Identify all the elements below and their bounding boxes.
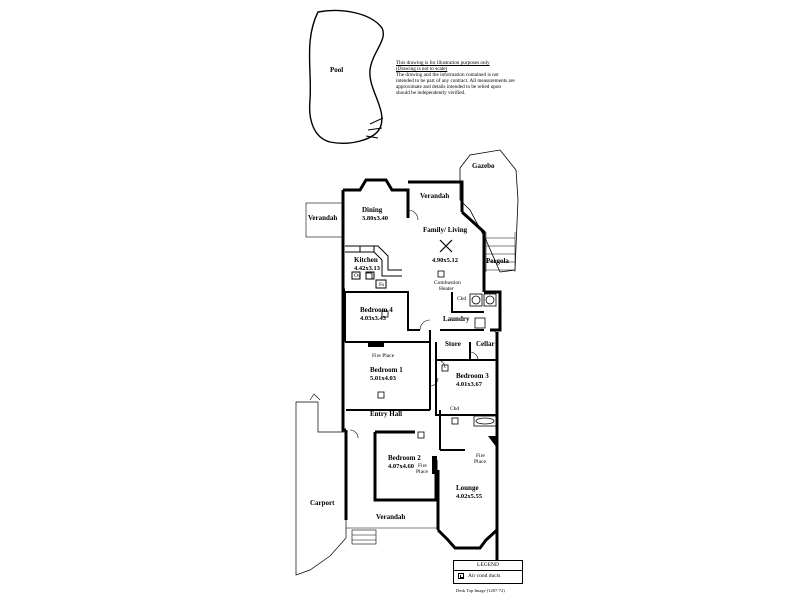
front-steps	[351, 529, 377, 545]
air-duct-markers	[365, 270, 459, 439]
legend-item: Air cond ducts	[468, 573, 501, 579]
lounge-dim: 4.02x5.55	[456, 493, 483, 500]
cellar-label: Cellar	[476, 340, 495, 348]
family-label: Family/ Living	[423, 226, 468, 234]
cbd2-label: Cbd	[450, 406, 459, 412]
heater-label: Heater	[439, 286, 454, 292]
lounge-fireplace-label-1: Fire	[476, 453, 485, 459]
kitchen-dim: 4.42x3.13	[354, 265, 381, 272]
pergola-label: Pergola	[486, 257, 509, 265]
disclaimer-line1: This drawing is for illustration purpose…	[396, 60, 490, 66]
fan-icon	[439, 239, 453, 253]
kitchen-label: Kitchen	[354, 256, 378, 264]
dining-label: Dining	[362, 206, 383, 214]
bedroom2-label: Bedroom 2	[388, 454, 421, 462]
fs-label: Fs	[379, 282, 384, 288]
bedroom3-dim: 4.01x3.67	[456, 381, 483, 388]
disclaimer: This drawing is for illustration purpose…	[396, 60, 516, 96]
cbd1-label: Cbd	[457, 296, 466, 302]
pergola-hatch	[485, 232, 516, 272]
fireplace1-label: Fire Place	[372, 353, 395, 359]
verandah-bottom-label: Verandah	[376, 513, 405, 521]
bedroom2-fireplace-label-1: Fire	[418, 463, 427, 469]
lounge-fireplace-label-2: Place	[474, 459, 486, 465]
lounge-label: Lounge	[456, 484, 479, 492]
dining-dim: 3.80x3.40	[362, 215, 388, 222]
image-reference: Desk Top Image (1207-72)	[456, 588, 505, 593]
verandah-top-label: Verandah	[420, 192, 449, 200]
store-label: Store	[445, 340, 461, 348]
pool-label: Pool	[330, 66, 343, 74]
carport-outline	[295, 401, 347, 576]
laundry-label: Laundry	[443, 315, 470, 323]
bedroom2-fireplace-label-2: Place	[416, 469, 428, 475]
bedroom1-dim: 5.01x4.03	[370, 375, 397, 382]
bedroom4-dim: 4.03x3.43	[360, 315, 387, 322]
disclaimer-line2: (Drawing is not to scale)	[396, 66, 448, 72]
legend: LEGEND Air cond ducts	[453, 560, 523, 584]
verandah-left-outline	[305, 202, 343, 238]
interior-walls	[343, 291, 497, 451]
legend-row: Air cond ducts	[454, 571, 522, 581]
bedroom1-label: Bedroom 1	[370, 366, 403, 374]
gazebo-label: Gazebo	[472, 162, 495, 170]
verandah-left-label: Verandah	[308, 214, 337, 222]
house-walls	[341, 178, 502, 560]
carport-label: Carport	[310, 499, 335, 507]
bedroom2-dim: 4.07x4.60	[388, 463, 414, 470]
legend-title: LEGEND	[454, 561, 522, 571]
oven-label: Ov	[354, 273, 361, 279]
disclaimer-body: The drawing and the information containe…	[396, 72, 515, 96]
bedroom3-label: Bedroom 3	[456, 372, 489, 380]
combustion-label: Combustion	[434, 280, 461, 286]
bedroom4-label: Bedroom 4	[360, 306, 393, 314]
entry-label: Entry Hall	[370, 410, 402, 418]
air-duct-icon	[458, 573, 464, 579]
family-dim: 4.90x5.12	[432, 257, 458, 264]
